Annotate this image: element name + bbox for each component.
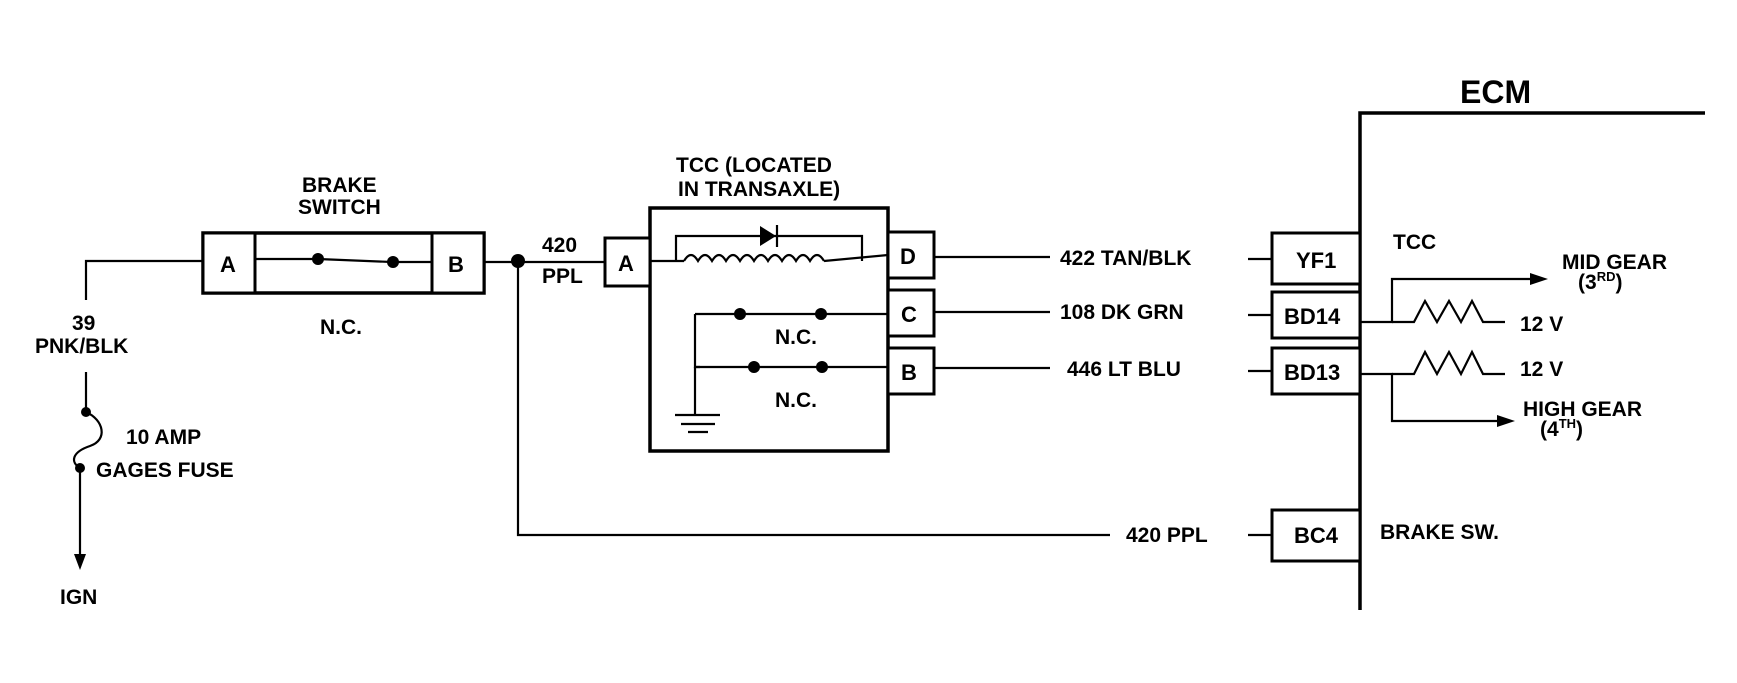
mid-gear-sub: (3RD) xyxy=(1578,269,1622,294)
wire-108-label: 108 DK GRN xyxy=(1060,301,1184,324)
tcc-pin-b-label: B xyxy=(901,360,917,385)
voltage-2-label: 12 V xyxy=(1520,358,1563,381)
ignition-label: IGN xyxy=(60,586,97,609)
tcc-assembly: TCC (LOCATED IN TRANSAXLE) A D C B N.C. … xyxy=(603,154,936,453)
fuse-rating: 10 AMP xyxy=(126,426,201,449)
solenoid-coil-icon xyxy=(683,253,825,264)
voltage-1-label: 12 V xyxy=(1520,313,1563,336)
connector-bd13-label: BD13 xyxy=(1284,360,1340,385)
tcc-title-1: TCC (LOCATED xyxy=(676,154,832,177)
wire-420: 420 PPL 420 PPL xyxy=(484,234,1272,547)
brake-switch-title-1: BRAKE xyxy=(302,174,377,197)
brake-switch-contact-icon xyxy=(255,257,432,264)
high-gear-sub: (4TH) xyxy=(1540,416,1583,441)
resistor-2-icon xyxy=(1392,349,1505,377)
connector-yf1 xyxy=(1270,231,1362,286)
fuse-name: GAGES FUSE xyxy=(96,459,234,482)
connector-bd14 xyxy=(1270,290,1362,340)
ecm-tcc-label: TCC xyxy=(1393,231,1436,254)
wire-422-label: 422 TAN/BLK xyxy=(1060,247,1191,270)
tcc-pin-c-label: C xyxy=(901,302,917,327)
wire-420-lower-label: 420 PPL xyxy=(1126,524,1208,547)
tcc-pin-d-label: D xyxy=(900,244,916,269)
tcc-pin-b xyxy=(886,346,936,396)
wires-to-ecm: 422 TAN/BLK 108 DK GRN 446 LT BLU xyxy=(934,247,1272,381)
ecm-connectors: YF1 BD14 BD13 BC4 xyxy=(1270,231,1362,563)
connector-bd14-label: BD14 xyxy=(1284,304,1341,329)
brake-switch-contact-2 xyxy=(387,256,399,268)
ecm-internal: 12 V MID GEAR (3RD) 12 V HIGH GEAR (4TH) xyxy=(1360,251,1667,441)
tcc-switch-2-state: N.C. xyxy=(775,389,817,412)
ecm-block: ECM TCC BRAKE SW. xyxy=(1358,74,1705,610)
resistor-1-icon xyxy=(1392,298,1505,325)
ecm-title: ECM xyxy=(1460,74,1531,110)
connector-bc4 xyxy=(1270,508,1362,563)
brake-switch-contact-1 xyxy=(312,253,324,265)
brake-switch-state: N.C. xyxy=(320,316,362,339)
connector-bd13 xyxy=(1270,346,1362,396)
ignition-feed: 39 PNK/BLK 10 AMP GAGES FUSE IGN xyxy=(35,259,234,609)
brake-switch-pin-a-label: A xyxy=(220,252,236,277)
wire-420-color: PPL xyxy=(542,265,583,288)
feed-circuit-number: 39 xyxy=(72,312,95,335)
connector-yf1-label: YF1 xyxy=(1296,248,1336,273)
tcc-title-2: IN TRANSAXLE) xyxy=(678,178,840,201)
fuse-icon xyxy=(72,410,103,469)
brake-switch-pin-a xyxy=(201,231,257,295)
arrow-down-icon xyxy=(74,554,86,570)
wire-420-number: 420 xyxy=(542,234,577,257)
tcc-pin-a xyxy=(603,236,652,288)
brake-switch-title-2: SWITCH xyxy=(298,196,381,219)
connector-bc4-label: BC4 xyxy=(1294,523,1339,548)
high-gear-label: HIGH GEAR xyxy=(1523,398,1642,421)
tcc-pin-a-label: A xyxy=(618,251,634,276)
feed-wire-color: PNK/BLK xyxy=(35,335,128,358)
tcc-switch-1-state: N.C. xyxy=(775,326,817,349)
wire-446-label: 446 LT BLU xyxy=(1067,358,1181,381)
brake-switch: BRAKE SWITCH A B N.C. xyxy=(201,174,486,339)
brake-switch-pin-b-label: B xyxy=(448,252,464,277)
mid-gear-label: MID GEAR xyxy=(1562,251,1667,274)
diode-icon xyxy=(760,226,776,246)
arrow-right-icon xyxy=(1530,273,1548,285)
ecm-brake-label: BRAKE SW. xyxy=(1380,521,1499,544)
arrow-right-icon xyxy=(1497,415,1515,427)
